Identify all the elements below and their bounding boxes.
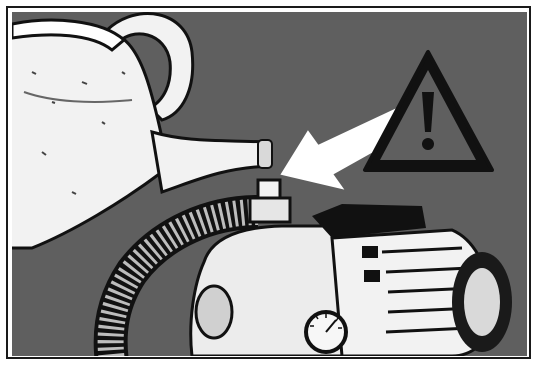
- illustration-svg: [12, 12, 527, 356]
- warning-triangle-icon: [365, 52, 492, 170]
- pressure-gauge-icon: [306, 312, 346, 352]
- illustration-scene: [12, 12, 527, 356]
